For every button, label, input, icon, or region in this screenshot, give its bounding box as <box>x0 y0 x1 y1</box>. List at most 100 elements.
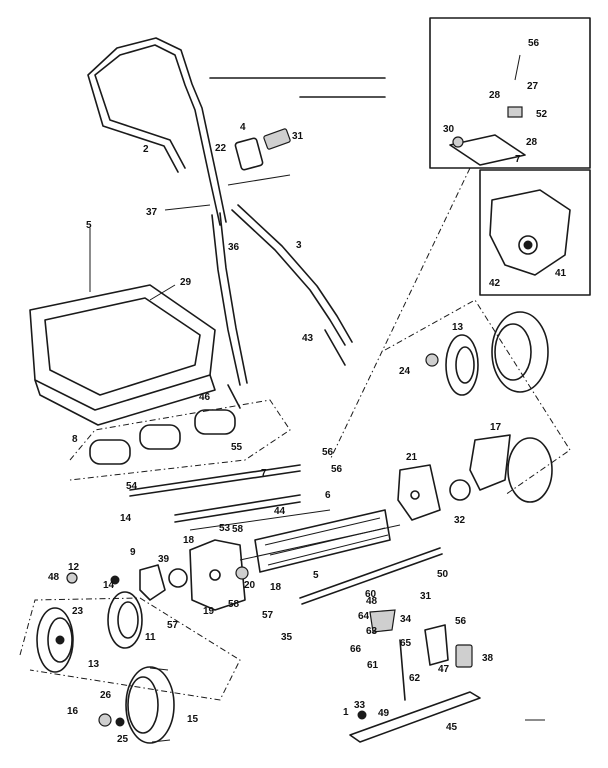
callout: 31 <box>292 131 304 142</box>
callout: 39 <box>158 554 170 565</box>
tire-tread <box>149 667 171 743</box>
pawl <box>139 564 166 601</box>
callout: 54 <box>126 481 138 492</box>
callout: 18 <box>183 535 195 546</box>
hubcap-right <box>507 437 553 503</box>
callout: 33 <box>354 700 366 711</box>
tire-inner <box>127 676 159 734</box>
callout: 37 <box>146 207 158 218</box>
roller-assembly <box>89 409 236 465</box>
callout: 61 <box>367 660 379 671</box>
lower-handle-right <box>231 209 346 346</box>
wheel-left-rim <box>47 617 73 663</box>
callout: 2 <box>143 144 149 155</box>
callout: 46 <box>199 392 211 403</box>
adjuster-bracket <box>424 624 449 666</box>
callout: 56 <box>331 464 343 475</box>
tire <box>125 666 175 744</box>
handle-bolt <box>227 384 241 409</box>
bedknife <box>189 509 331 531</box>
callout: 57 <box>262 610 274 621</box>
callout: 41 <box>555 268 567 279</box>
drive-gear-right-inner <box>455 346 475 384</box>
callout-labels: 1 2 3 4 5 5 6 7 7 8 9 11 12 13 13 14 14 … <box>48 38 567 745</box>
reel-shaft <box>239 524 401 561</box>
roller <box>139 424 181 450</box>
hubcap <box>98 713 112 727</box>
handle-clip <box>263 128 291 150</box>
pinion-right <box>449 479 471 501</box>
callout: 27 <box>527 81 539 92</box>
wheel-left <box>36 607 74 673</box>
callout: 22 <box>215 143 227 154</box>
callout: 30 <box>443 124 455 135</box>
roller-group-outline <box>69 399 291 481</box>
callout: 28 <box>526 137 538 148</box>
adjuster-block <box>507 106 523 118</box>
callout: 7 <box>515 154 521 165</box>
callout: 34 <box>400 614 412 625</box>
lower-handle-right-edge <box>237 204 353 343</box>
callout: 1 <box>343 707 349 718</box>
callout: 5 <box>86 220 92 231</box>
lower-handle-left-edge <box>219 212 248 384</box>
callout: 15 <box>187 714 199 725</box>
callout: 65 <box>400 638 412 649</box>
crossbar-edge <box>174 501 301 523</box>
roller <box>194 409 236 435</box>
callout: 32 <box>454 515 466 526</box>
side-plate-left <box>189 539 246 611</box>
callout: 56 <box>455 616 467 627</box>
right-wheel-group-outline <box>384 299 571 496</box>
bolt <box>227 174 291 186</box>
handle-bolt <box>324 329 346 366</box>
lower-handle-left <box>211 214 241 386</box>
callout: 14 <box>103 580 115 591</box>
reel-assembly <box>239 509 401 573</box>
callout: 16 <box>67 706 79 717</box>
callout: 31 <box>420 591 432 602</box>
callout: 4 <box>240 122 246 133</box>
callout: 66 <box>350 644 362 655</box>
washer <box>115 717 125 727</box>
callout: 5 <box>313 570 319 581</box>
upper-handle-edge <box>87 37 227 223</box>
callout: 52 <box>536 109 548 120</box>
inset-box-adjuster <box>429 17 591 169</box>
callout: 8 <box>72 434 78 445</box>
grass-catcher-inner <box>44 297 201 396</box>
callout: 62 <box>409 673 421 684</box>
callout: 14 <box>120 513 132 524</box>
axle-edge <box>301 553 443 605</box>
callout: 57 <box>167 620 179 631</box>
callout: 47 <box>438 664 450 675</box>
nut <box>425 353 439 367</box>
adjuster-plate <box>449 134 526 166</box>
callout: 20 <box>244 580 256 591</box>
pinion <box>168 568 188 588</box>
callout: 58 <box>228 599 240 610</box>
callout: 56 <box>528 38 540 49</box>
callout: 17 <box>490 422 502 433</box>
callout: 24 <box>399 366 411 377</box>
drive-bracket <box>469 434 511 491</box>
bearing <box>410 490 420 500</box>
callout: 6 <box>325 490 331 501</box>
leader-line <box>149 284 176 301</box>
reel-blades <box>254 509 391 573</box>
handle-bracket <box>234 137 264 171</box>
grass-catcher-bottom <box>34 374 216 426</box>
callout: 19 <box>203 606 215 617</box>
drive-gear-left-inner <box>117 601 139 639</box>
callout: 13 <box>452 322 464 333</box>
crossbar <box>174 494 301 516</box>
callout: 38 <box>482 653 494 664</box>
callout: 26 <box>100 690 112 701</box>
callout: 58 <box>232 524 244 535</box>
callout: 23 <box>72 606 84 617</box>
bearing-center <box>523 240 533 250</box>
callout: 49 <box>378 708 390 719</box>
drive-gear-right <box>445 334 479 396</box>
callout: 48 <box>48 572 60 583</box>
